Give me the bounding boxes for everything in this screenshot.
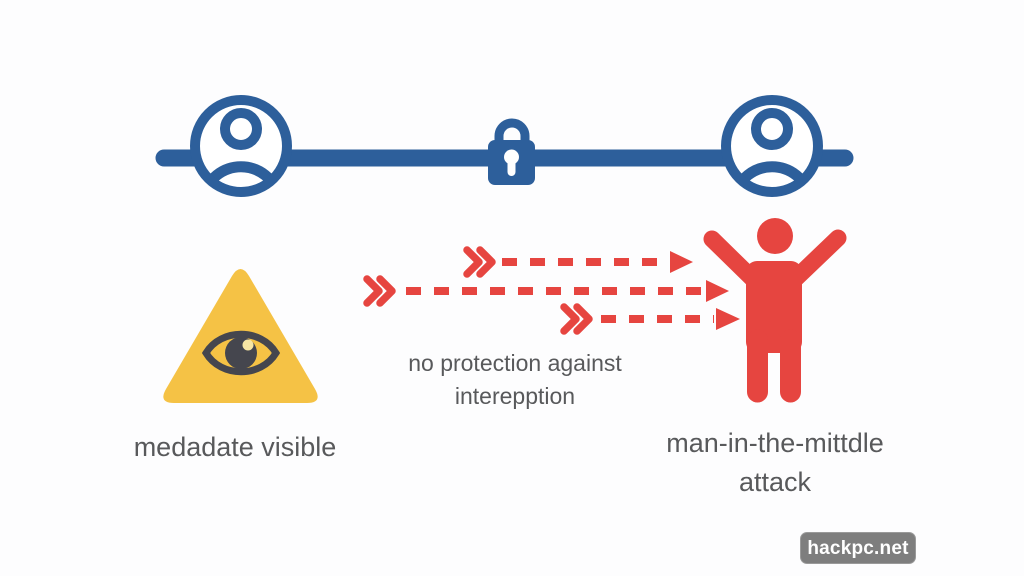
padlock-icon [488, 118, 535, 185]
dashed-arrow-middle [363, 275, 729, 307]
no-protection-line2: interepption [454, 383, 576, 409]
warning-triangle-icon [163, 269, 318, 403]
no-protection-line1: no protection against [408, 350, 622, 376]
mitm-line2: attack [738, 467, 812, 497]
user-icon-right [721, 95, 823, 197]
dashed-arrow-bottom [560, 303, 740, 335]
user-icon-left [190, 95, 292, 197]
attacker-figure-icon [703, 218, 847, 403]
metadata-visible-label: medadate visible [133, 432, 337, 462]
dashed-arrow-top [463, 246, 693, 278]
mitm-line1: man-in-the-mittdle [666, 428, 884, 458]
mitm-attack-label: man-in-the-mittdle attack [625, 424, 925, 502]
no-protection-label: no protection against interepption [365, 347, 665, 413]
eye-icon [201, 330, 281, 376]
watermark-badge: hackpc.net [800, 532, 916, 564]
